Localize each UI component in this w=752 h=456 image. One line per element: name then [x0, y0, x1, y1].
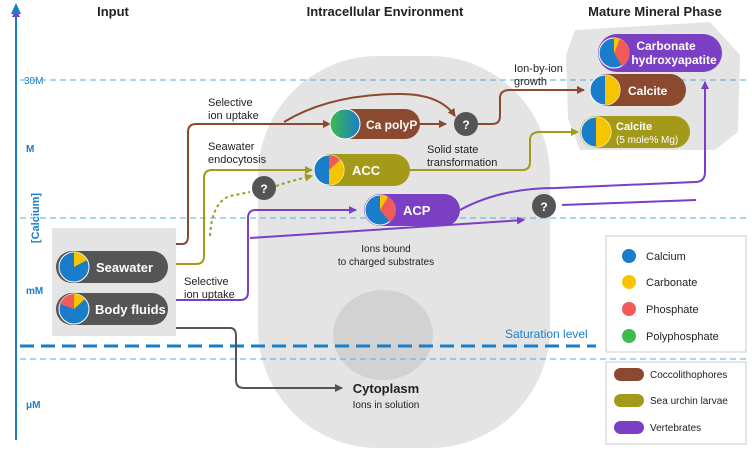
annotation-ions-bound-1: Ions bound	[361, 244, 411, 255]
annotation-solid-state-2: transformation	[427, 157, 497, 169]
legend-coccolithophores-label: Coccolithophores	[650, 370, 727, 381]
hydroxyapatite-carbonate-slice	[614, 37, 620, 53]
annotation-ion-by-ion-1: Ion-by-ion	[514, 63, 563, 75]
annotation-endocytosis-1: Seawater	[208, 141, 255, 153]
path-urchin-uptake	[176, 166, 313, 265]
path-acp-to-hydroxyapatite	[459, 81, 709, 211]
calcite-mg-node: Calcite (5 mole% Mg)	[580, 116, 690, 148]
path-vertebrate-uptake	[176, 206, 357, 301]
ca-polyp-node: Ca polyP	[329, 108, 420, 140]
legend-sea-urchin-swatch	[614, 394, 644, 407]
acp-node: ACP	[364, 194, 460, 226]
path-unknown-to-hydroxyapatite	[561, 199, 697, 206]
calcite-mg-carbonate-slice	[596, 117, 611, 147]
ca-polyp-ion-circle	[329, 108, 361, 140]
seawater-label: Seawater	[96, 260, 153, 275]
legend-carbonate-swatch	[622, 275, 636, 289]
seawater-carbonate-slice	[74, 252, 87, 267]
axis-tick-mm: mM	[26, 286, 43, 297]
calcite-carbonate-slice	[605, 75, 620, 105]
legend-vertebrates-swatch	[614, 421, 644, 434]
ca-polyp-label: Ca polyP	[366, 118, 417, 132]
path-to-cytoplasm	[176, 327, 343, 392]
hydroxyapatite-label-line1: Carbonate	[636, 39, 696, 53]
axis-tick-30m: 30M	[24, 76, 43, 87]
axis-tick-m: M	[26, 144, 34, 155]
calcite-label: Calcite	[628, 84, 668, 98]
calcite-node: Calcite	[589, 74, 686, 106]
path-unknown-to-calcite	[478, 86, 585, 125]
legend-phosphate-swatch	[622, 302, 636, 316]
carbonate-hydroxyapatite-node: Carbonate hydroxyapatite	[598, 34, 722, 72]
unknown-node-acp	[532, 194, 556, 218]
calcite-mg-label-line1: Calcite	[616, 121, 652, 133]
annotation-endocytosis-2: endocytosis	[208, 154, 267, 166]
legend-ions: Calcium Carbonate Phosphate Polyphosphat…	[622, 249, 719, 343]
seawater-node: Seawater	[56, 251, 168, 283]
path-urchin-to-acc	[275, 173, 313, 187]
legend-organisms: Coccolithophores Sea urchin larvae Verte…	[614, 368, 728, 434]
legend-polyphosphate-swatch	[622, 329, 636, 343]
axis-arrowhead	[11, 3, 21, 14]
path-urchin-endocytosis	[209, 191, 251, 237]
legend-carbonate-label: Carbonate	[646, 277, 697, 289]
annotation-selective-uptake-bottom-1: Selective	[184, 276, 229, 288]
axis-tick-um: μM	[26, 400, 40, 411]
path-coccolith-uptake	[176, 120, 331, 245]
header-input: Input	[97, 4, 129, 19]
annotation-selective-uptake-bottom-2: ion uptake	[184, 289, 235, 301]
unknown-label-endocytosis: ?	[260, 182, 267, 196]
annotation-ion-by-ion-2: growth	[514, 76, 547, 88]
legend-phosphate-label: Phosphate	[646, 304, 699, 316]
hydroxyapatite-phosphate-slice	[614, 37, 630, 66]
body-fluids-phosphate-slice	[60, 294, 74, 309]
unknown-label-acp: ?	[540, 200, 547, 214]
path-vertebrate-bound	[249, 216, 525, 239]
legend-sea-urchin-label: Sea urchin larvae	[650, 396, 728, 407]
unknown-node-endocytosis	[252, 176, 276, 200]
acp-carbonate-slice	[380, 194, 388, 210]
annotation-selective-uptake-top-1: Selective	[208, 97, 253, 109]
ions-in-solution-label: Ions in solution	[353, 400, 420, 411]
legend-coccolithophores-swatch	[614, 368, 644, 381]
saturation-label: Saturation level	[505, 327, 588, 341]
cytoplasm-label: Cytoplasm	[353, 381, 419, 396]
body-fluids-carbonate-slice	[74, 294, 85, 309]
unknown-node-polyp	[454, 112, 478, 136]
cell-nucleus	[333, 290, 433, 380]
body-fluids-label: Body fluids	[95, 302, 166, 317]
path-coccolith-arc	[283, 92, 456, 123]
legend-vertebrates-label: Vertebrates	[650, 423, 701, 434]
unknown-label-polyp: ?	[462, 118, 469, 132]
hydroxyapatite-label-line2: hydroxyapatite	[631, 53, 717, 67]
body-fluids-node: Body fluids	[56, 293, 168, 325]
calcite-mg-label-line2: (5 mole% Mg)	[616, 135, 678, 146]
legend-calcium-swatch	[622, 249, 636, 263]
acc-phosphate-slice	[329, 155, 340, 170]
acc-node: ACC	[313, 154, 410, 186]
carbonate-hydroxyapatite-pill	[598, 34, 722, 72]
header-mature: Mature Mineral Phase	[588, 4, 722, 19]
annotation-solid-state-1: Solid state	[427, 144, 478, 156]
annotation-selective-uptake-top-2: ion uptake	[208, 110, 259, 122]
acp-label: ACP	[403, 203, 431, 218]
acc-label: ACC	[352, 163, 381, 178]
path-acc-to-calcite-mg	[410, 128, 579, 171]
legend-polyphosphate-label: Polyphosphate	[646, 331, 719, 343]
header-intracellular: Intracellular Environment	[307, 4, 464, 19]
annotation-ions-bound-2: to charged substrates	[338, 257, 434, 268]
legend-calcium-label: Calcium	[646, 251, 686, 263]
